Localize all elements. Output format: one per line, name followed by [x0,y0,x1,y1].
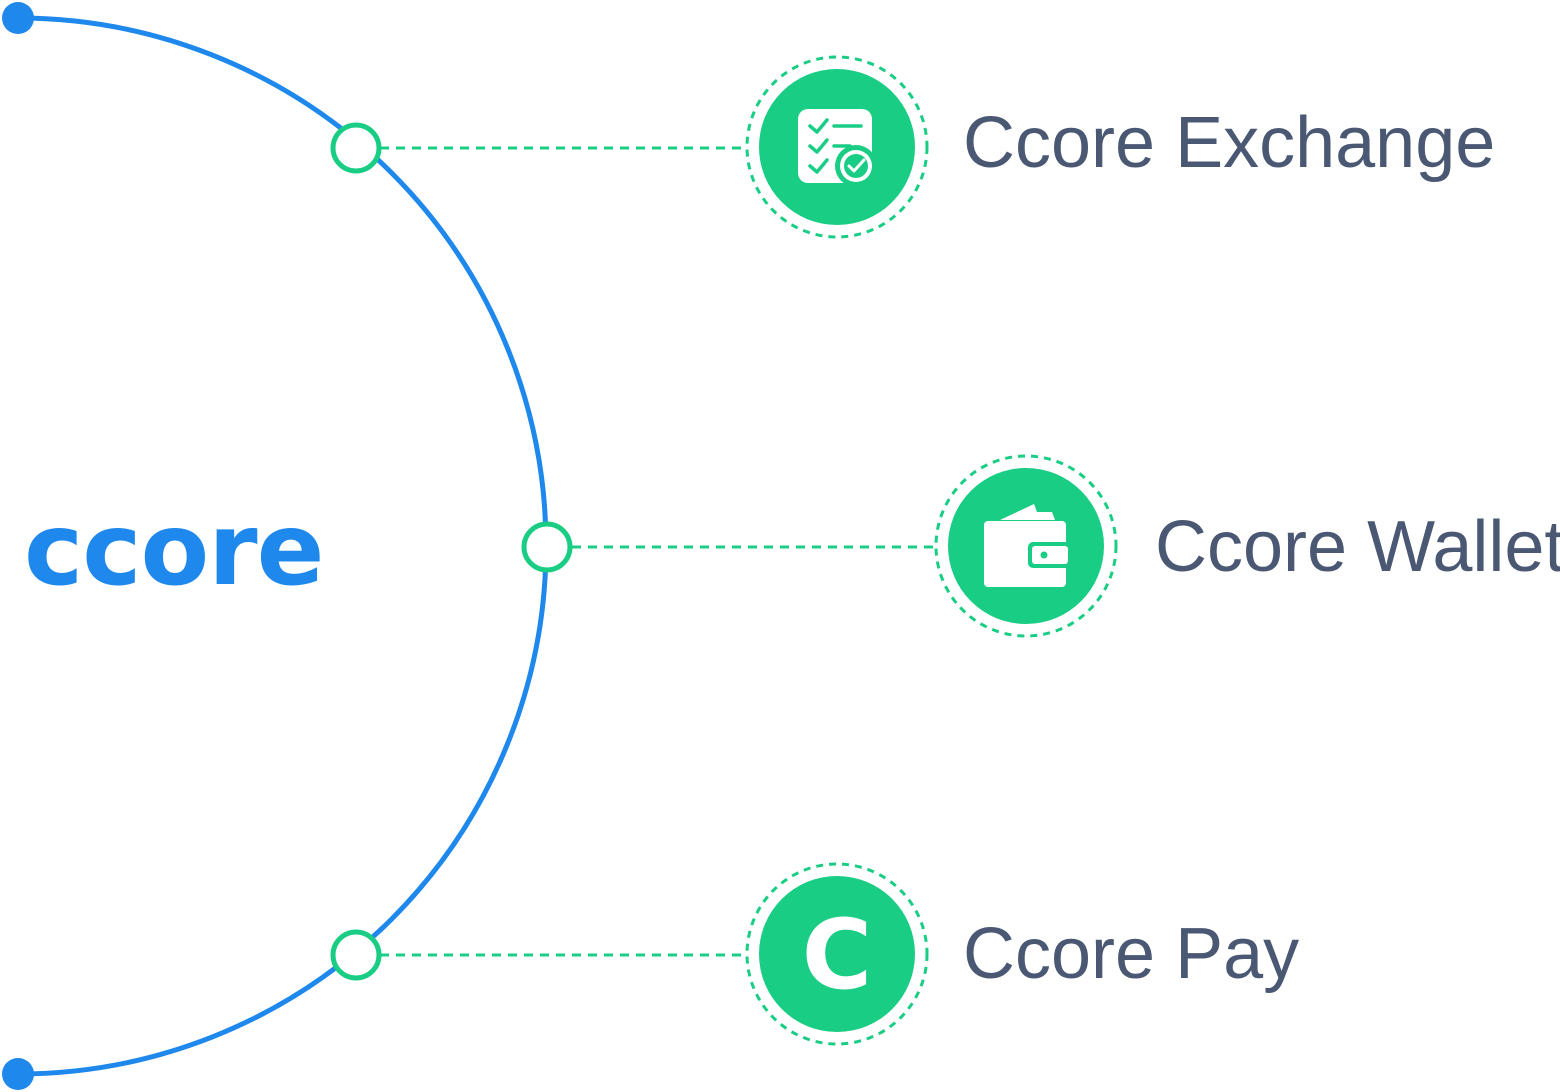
pay-badge-dashed-ring [745,862,929,1046]
product-exchange: Ccore Exchange [745,55,1495,239]
product-label-wallet: Ccore Wallet [1155,507,1560,587]
node-pay [330,929,382,981]
product-label-exchange: Ccore Exchange [963,103,1495,183]
wallet-badge-dashed-ring [934,454,1118,638]
pay-badge [759,876,915,1032]
brand-logo-text: ccore [24,491,323,608]
wallet-icon [984,504,1072,587]
node-exchange [330,122,382,174]
product-pay: C Ccore Pay [745,862,1299,1046]
node-wallet [521,521,573,573]
exchange-badge-dashed-ring [745,55,929,239]
arc-end-dot [2,1058,34,1090]
exchange-checklist-icon [798,109,877,187]
product-wallet: Ccore Wallet [934,454,1560,638]
arc-start-dot [2,2,34,34]
product-label-pay: Ccore Pay [963,914,1299,994]
ccore-pay-coin-icon: C [802,899,872,1011]
